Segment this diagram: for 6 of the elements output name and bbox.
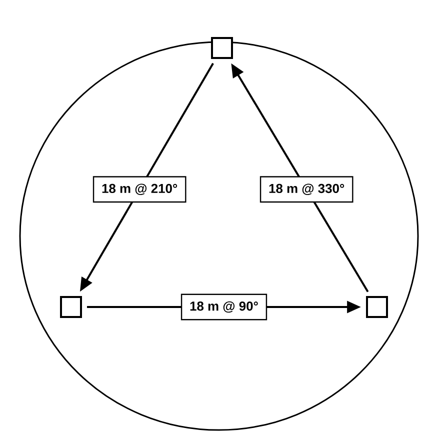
edge-label: 18 m @ 210° (92, 176, 186, 203)
edge-label: 18 m @ 90° (180, 294, 268, 320)
square (366, 296, 388, 318)
edge-label: 18 m @ 330° (260, 176, 354, 203)
square (60, 296, 82, 318)
square (211, 37, 233, 59)
